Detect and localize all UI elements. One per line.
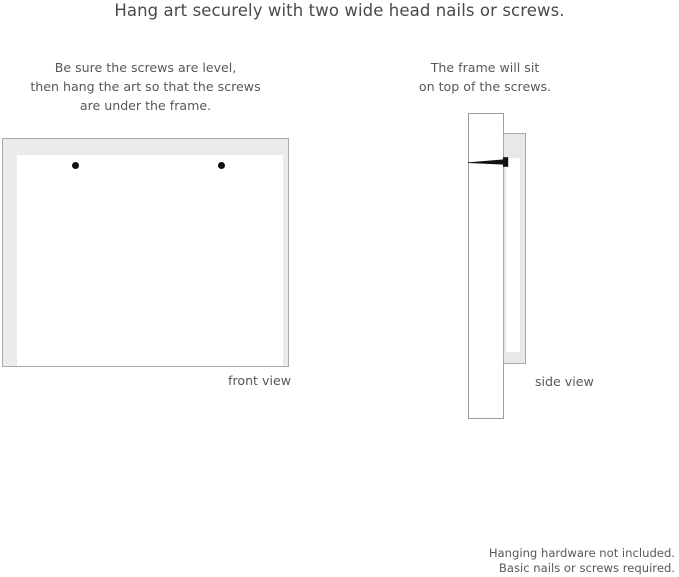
- front-view-diagram: front view: [0, 130, 300, 395]
- side-view-label: side view: [535, 374, 594, 389]
- picture-frame-side-inner: [506, 158, 520, 352]
- page-title: Hang art securely with two wide head nai…: [114, 1, 565, 20]
- front-view-caption-line-1: Be sure the screws are level,: [54, 60, 237, 75]
- front-view-caption-line-2: then hang the art so that the screws: [30, 79, 261, 94]
- hardware-disclaimer-line-1: Hanging hardware not included.: [488, 546, 675, 560]
- nail-icon: [468, 155, 512, 169]
- side-view-diagram: side view: [440, 105, 640, 425]
- hardware-disclaimer: Hanging hardware not included. Basic nai…: [0, 546, 679, 576]
- screw-head-right-icon: [218, 162, 225, 169]
- picture-frame-mat: [17, 155, 283, 366]
- side-view-caption-line-2: on top of the screws.: [418, 79, 552, 94]
- front-view-caption: Be sure the screws are level, then hang …: [0, 58, 291, 115]
- front-view-caption-line-3: are under the frame.: [79, 98, 212, 113]
- side-view-caption: The frame will sit on top of the screws.: [395, 58, 575, 96]
- picture-frame-outer: [2, 138, 289, 367]
- side-view-caption-line-1: The frame will sit: [430, 60, 540, 75]
- screw-head-left-icon: [72, 162, 79, 169]
- front-view-label: front view: [228, 373, 291, 388]
- hardware-disclaimer-line-2: Basic nails or screws required.: [498, 561, 675, 575]
